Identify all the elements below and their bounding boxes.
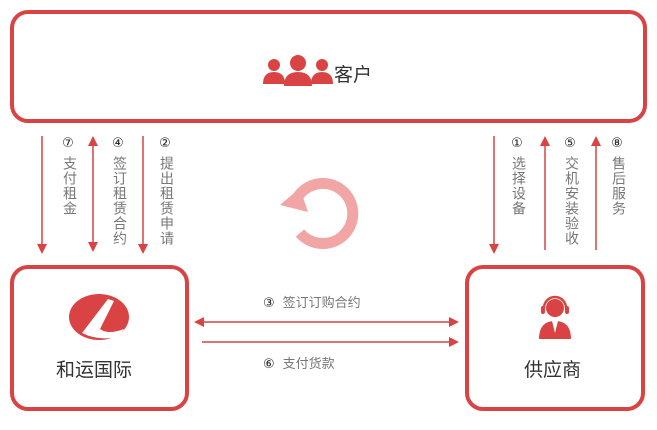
company-label: 和运国际 — [56, 359, 133, 381]
support-agent-icon — [539, 295, 571, 339]
supplier-box: 供应商 — [465, 265, 645, 411]
cycle-icon — [280, 178, 359, 249]
supplier-label: 供应商 — [524, 359, 582, 381]
customer-box: 客户 — [10, 10, 647, 123]
customer-label: 客户 — [334, 64, 373, 86]
company-box: 和运国际 — [10, 265, 189, 411]
people-icon — [263, 55, 333, 86]
logo-icon — [69, 294, 129, 340]
